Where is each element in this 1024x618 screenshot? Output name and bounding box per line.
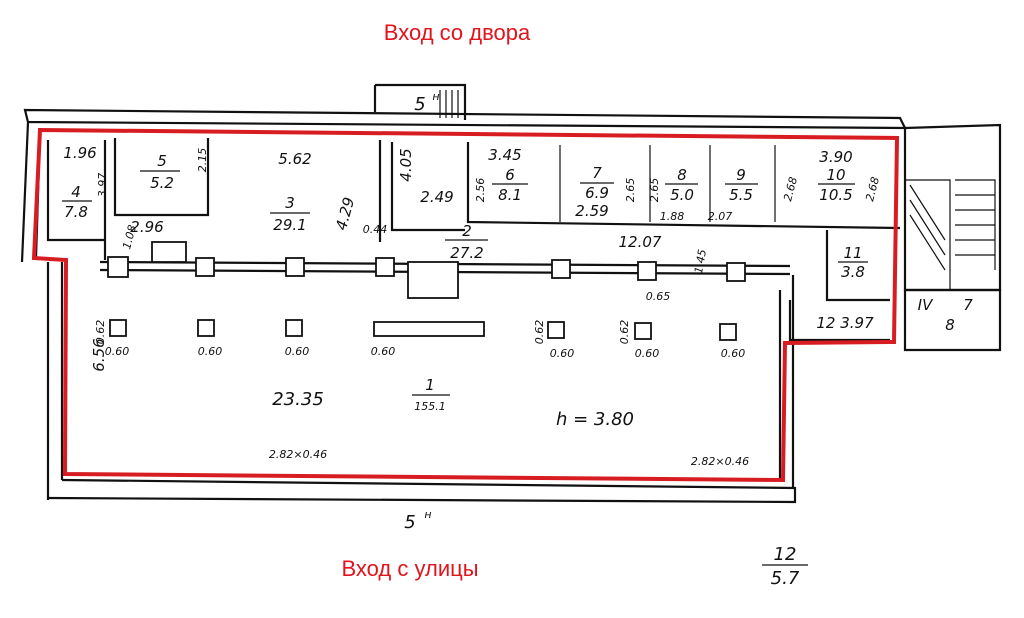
column-label: 0.60 bbox=[198, 345, 223, 358]
room-11-area: 3.8 bbox=[841, 263, 865, 281]
column-label: 0.60 bbox=[105, 345, 130, 358]
ceiling-height-label: h = 3.80 bbox=[556, 409, 634, 430]
column-label: 0.60 bbox=[550, 347, 575, 360]
dimension-label: 2.59 bbox=[575, 202, 608, 220]
room-10-number: 10 bbox=[826, 166, 845, 184]
room-11-number: 11 bbox=[843, 244, 862, 262]
column-label: 0.60 bbox=[371, 345, 396, 358]
dimension-label: 2.49 bbox=[420, 188, 453, 206]
section-mark-bottom-sup: н bbox=[424, 508, 431, 521]
hall-columns bbox=[109, 319, 737, 341]
dimension-label: 0.44 bbox=[363, 223, 388, 236]
dimension-label: 2.82×0.46 bbox=[691, 455, 749, 468]
dimension-label: 0.62 bbox=[533, 320, 546, 345]
room-3-number: 3 bbox=[285, 194, 295, 212]
room-8-number: 8 bbox=[677, 166, 687, 184]
room-7-number: 7 bbox=[592, 164, 602, 182]
room-4-area: 7.8 bbox=[64, 203, 88, 221]
dimension-labels: 1.96 2.15 3.97 5.62 4.29 0.44 4.05 2.49 … bbox=[63, 144, 882, 468]
dimension-label: 1.88 bbox=[660, 210, 685, 223]
dimension-label: 4.05 bbox=[397, 148, 415, 181]
stair-mark-a: 7 bbox=[963, 296, 973, 314]
dimension-label: 2.82×0.46 bbox=[269, 448, 327, 461]
dimension-label: 0.62 bbox=[94, 320, 107, 345]
dimension-label: 0.62 bbox=[618, 320, 631, 345]
dimension-label: 12.07 bbox=[619, 233, 662, 251]
wall-piers bbox=[107, 241, 746, 299]
room-9-number: 9 bbox=[736, 166, 746, 184]
room-8-area: 5.0 bbox=[670, 186, 694, 204]
room-labels: 1 155.1 2 27.2 3 29.1 4 7.8 5 5.2 6 8.1 … bbox=[62, 152, 868, 589]
dimension-label: 2.65 bbox=[648, 178, 661, 203]
dimension-label: 12 3.97 bbox=[816, 314, 874, 332]
walls bbox=[20, 83, 1002, 504]
dimension-label: 2.07 bbox=[708, 210, 733, 223]
room-4-number: 4 bbox=[71, 183, 81, 201]
dimension-label: 0.65 bbox=[646, 290, 671, 303]
column-label: 0.60 bbox=[285, 345, 310, 358]
column-label: 0.60 bbox=[635, 347, 660, 360]
dimension-label: 4.29 bbox=[332, 195, 358, 232]
column-labels: 0.60 0.60 0.60 0.60 0.60 0.60 0.60 bbox=[105, 345, 746, 360]
dimension-label: 1.96 bbox=[63, 144, 96, 162]
dimension-label: 23.35 bbox=[272, 389, 324, 410]
section-mark-top-sup: н bbox=[432, 90, 439, 103]
dimension-label: 3.90 bbox=[819, 148, 852, 166]
room-2-area: 27.2 bbox=[450, 244, 483, 262]
room-3-area: 29.1 bbox=[273, 216, 306, 234]
room-12-area: 5.7 bbox=[771, 568, 800, 589]
section-mark-top: 5 bbox=[414, 94, 425, 115]
street-entrance-caption: Вход с улицы bbox=[341, 556, 478, 581]
dimension-label: 3.97 bbox=[96, 173, 109, 198]
dimension-label: 2.96 bbox=[130, 218, 163, 236]
room-9-area: 5.5 bbox=[729, 186, 753, 204]
room-6-number: 6 bbox=[505, 166, 515, 184]
column-label: 0.60 bbox=[721, 347, 746, 360]
section-mark-bottom: 5 bbox=[404, 512, 415, 533]
room-5-number: 5 bbox=[157, 152, 167, 170]
dimension-label: 1.45 bbox=[692, 248, 709, 274]
courtyard-entrance-caption: Вход со двора bbox=[384, 20, 531, 45]
dimension-label: 2.68 bbox=[863, 176, 882, 203]
premises-outline bbox=[31, 127, 900, 483]
dimension-label: 2.15 bbox=[196, 148, 209, 173]
room-10-area: 10.5 bbox=[819, 186, 852, 204]
room-1-area: 155.1 bbox=[414, 400, 446, 413]
room-1-number: 1 bbox=[425, 376, 435, 394]
room-5-area: 5.2 bbox=[150, 174, 174, 192]
stair-mark-b: 8 bbox=[945, 316, 955, 334]
room-12-number: 12 bbox=[774, 544, 797, 565]
stair-mark-roman: IV bbox=[918, 296, 934, 314]
dimension-label: 2.68 bbox=[781, 176, 800, 203]
dimension-label: 2.65 bbox=[624, 178, 637, 203]
dimension-label: 1.08 bbox=[120, 224, 139, 251]
dimension-label: 2.56 bbox=[474, 178, 487, 203]
room-7-area: 6.9 bbox=[585, 184, 609, 202]
dimension-label: 3.45 bbox=[488, 146, 521, 164]
room-2-number: 2 bbox=[462, 222, 472, 240]
dimension-label: 6.56 bbox=[90, 338, 108, 371]
room-6-area: 8.1 bbox=[498, 186, 522, 204]
dimension-label: 5.62 bbox=[278, 150, 311, 168]
